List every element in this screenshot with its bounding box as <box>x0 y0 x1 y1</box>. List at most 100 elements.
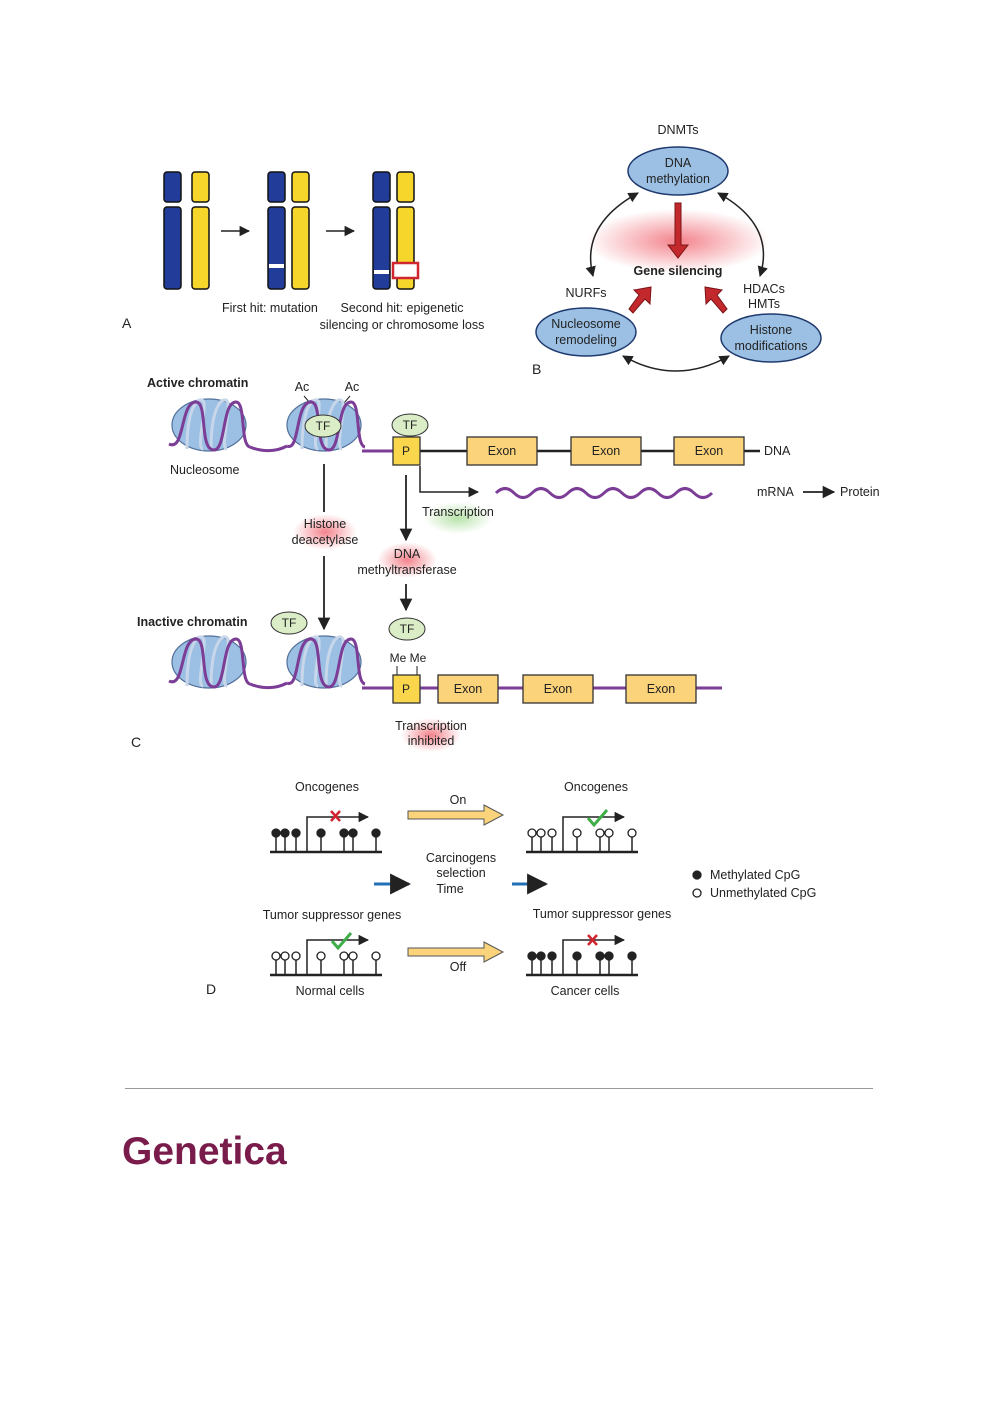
tsg-label: Tumor suppressor genes <box>533 907 672 921</box>
histone-modifications-node <box>720 313 822 363</box>
page-title: Genetica <box>122 1130 287 1173</box>
nucleosome <box>168 635 251 689</box>
protein-label: Protein <box>840 485 880 499</box>
panel-d-letter: D <box>206 981 216 997</box>
methylated-cpg <box>627 951 637 975</box>
panel-d: Oncogenes Oncogenes On <box>206 780 816 998</box>
tf-bubble <box>304 414 342 438</box>
epigenetic-silencing-box <box>391 261 420 280</box>
transcription-arrow <box>419 466 480 498</box>
mutation-mark <box>269 264 284 268</box>
exon-label: Exon <box>592 444 621 458</box>
inhibited-label-cont: inhibited <box>408 734 455 748</box>
nucleosome-remodeling-node <box>535 307 637 357</box>
dna-label: DNA <box>764 444 791 458</box>
epigenetics-figure: First hit: mutation Second hit: epigenet… <box>122 123 880 998</box>
exon <box>625 674 697 704</box>
unmethylated-cpg <box>280 951 290 975</box>
unmethylated-cpg <box>527 828 537 852</box>
remodeling-label: Nucleosome <box>551 317 621 331</box>
histone-label: Histone <box>750 323 792 337</box>
hdacs-label: HDACs <box>743 282 785 296</box>
chromosome-pair-second-hit <box>372 171 420 290</box>
nucleosome-label: Nucleosome <box>170 463 240 477</box>
nurfs-label: NURFs <box>566 286 607 300</box>
hdac-label: Histone <box>304 517 346 531</box>
second-hit-label-cont: silencing or chromosome loss <box>320 318 485 332</box>
red-arrow-left <box>628 286 652 314</box>
second-hit-label: Second hit: epigenetic <box>340 301 463 315</box>
exon <box>522 674 594 704</box>
gene-tsg-cancer <box>526 934 638 977</box>
inhibited-label: Transcription <box>395 719 467 733</box>
unmethylated-cpg <box>627 828 637 852</box>
promoter <box>392 436 421 466</box>
tf-label: TF <box>403 418 418 432</box>
panel-b-letter: B <box>532 361 541 377</box>
tf-label: TF <box>400 622 415 636</box>
unmethylated-cpg <box>595 828 605 852</box>
methylated-cpg <box>291 828 301 852</box>
mrna-wave <box>494 487 714 499</box>
legend-methylated: Methylated CpG <box>710 868 800 882</box>
time-label: Time <box>436 882 463 896</box>
exon <box>466 436 538 466</box>
on-arrow <box>407 804 505 826</box>
cancer-cells-label: Cancer cells <box>551 984 620 998</box>
transcription-label: Transcription <box>422 505 494 519</box>
gene-oncogene-cancer <box>526 809 638 854</box>
exon-label: Exon <box>544 682 573 696</box>
methylated-cpg <box>280 828 290 852</box>
carcinogens-label: Carcinogens <box>426 851 496 865</box>
methylated-cpg <box>572 951 582 975</box>
remodeling-label-cont: remodeling <box>555 333 617 347</box>
chromosome-pair-normal <box>163 171 210 290</box>
unmethylated-cpg <box>604 828 614 852</box>
unmethylated-cpg <box>271 951 281 975</box>
exon-label: Exon <box>695 444 724 458</box>
cycle-arrow-left <box>585 192 639 278</box>
mrna-label: mRNA <box>757 485 794 499</box>
off-label: Off <box>450 960 467 974</box>
on-label: On <box>450 793 467 807</box>
gene-oncogene-normal <box>270 810 382 854</box>
nucleosome <box>168 398 251 452</box>
unmethylated-cpg <box>572 828 582 852</box>
dnmts-label: DNMTs <box>658 123 699 137</box>
first-hit-label: First hit: mutation <box>222 301 318 315</box>
hmts-label: HMTs <box>748 297 780 311</box>
inactive-chromatin-title: Inactive chromatin <box>137 615 247 629</box>
mutation-mark <box>374 270 389 274</box>
exon-label: Exon <box>454 682 483 696</box>
histone-label-cont: modifications <box>735 339 808 353</box>
unmethylated-cpg <box>536 828 546 852</box>
red-arrow-top <box>666 202 690 259</box>
cycle-arrow-right <box>717 192 768 278</box>
dna-methylation-label: DNA <box>665 156 692 170</box>
tf-label: TF <box>316 419 331 433</box>
methylated-cpg <box>547 951 557 975</box>
dnmt-label-cont: methyltransferase <box>357 563 456 577</box>
exon <box>570 436 642 466</box>
exon-label: Exon <box>647 682 676 696</box>
chromosome-pair-first-hit <box>267 171 310 290</box>
normal-cells-label: Normal cells <box>296 984 365 998</box>
exon-label: Exon <box>488 444 517 458</box>
dnmt-label: DNA <box>394 547 421 561</box>
nucleosome <box>286 635 366 689</box>
methylated-cpg <box>371 828 381 852</box>
methylated-cpg <box>339 828 349 852</box>
oncogenes-label: Oncogenes <box>564 780 628 794</box>
gene-tsg-normal <box>270 932 382 977</box>
unmethylated-cpg <box>339 951 349 975</box>
unmethylated-cpg <box>291 951 301 975</box>
tf-bubble <box>388 617 426 641</box>
red-arrow-right <box>704 286 728 314</box>
tf-bubble <box>391 413 429 437</box>
methyl-label: Me <box>390 651 407 665</box>
unmethylated-cpg <box>348 951 358 975</box>
panel-c-letter: C <box>131 734 141 750</box>
active-chromatin-title: Active chromatin <box>147 376 248 390</box>
panel-b: DNMTs DNA methylation Gene silencing NUR… <box>532 123 822 377</box>
methylated-cpg <box>348 828 358 852</box>
